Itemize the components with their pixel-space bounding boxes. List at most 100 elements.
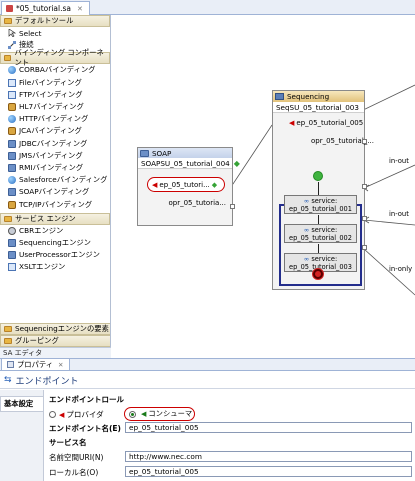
plug-icon — [8, 103, 16, 112]
sequencing-endpoint-label: ep_05_tutorial_005 — [296, 119, 364, 127]
role-consumer-label: コンシューマ — [148, 409, 193, 418]
connection-icon — [8, 41, 16, 50]
sequencing-component-header: Sequencing — [273, 91, 364, 102]
endpoint-arrow-icon: ◀ — [152, 180, 158, 189]
diagram-canvas[interactable]: SOAP SOAPSU_05_tutorial_004 ◆ ◀ ep_05_tu… — [112, 15, 415, 358]
properties-icon — [7, 361, 14, 368]
palette-item-select[interactable]: Select — [0, 27, 110, 39]
flow-line — [318, 244, 319, 253]
consumer-diamond-icon: ◆ — [211, 180, 218, 189]
palette-item-sequencing[interactable]: Sequencingエンジン — [0, 237, 110, 249]
palette-category-label: サービス エンジン — [15, 213, 76, 223]
globe-icon — [8, 66, 16, 75]
palette-category-default-tools[interactable]: デフォルトツール — [0, 15, 110, 27]
palette-item-file[interactable]: Fileバインディング — [0, 77, 110, 89]
user-processor-icon — [8, 251, 16, 260]
palette-category-grouping[interactable]: グルーピング — [0, 335, 110, 347]
role-consumer-option[interactable]: ◀ コンシューマ — [124, 407, 195, 421]
close-icon[interactable]: ✕ — [58, 360, 64, 369]
properties-tab[interactable]: プロパティ ✕ — [1, 359, 70, 371]
palette-item-jca[interactable]: JCAバインディング — [0, 125, 110, 137]
service-node-label: service: — [311, 255, 338, 263]
connection-port-icon[interactable] — [362, 139, 367, 144]
service-node[interactable]: ∞ service: ep_05_tutorial_003 — [284, 253, 357, 272]
service-link-icon: ∞ — [303, 197, 310, 205]
local-name-field[interactable]: ep_05_tutorial_005 — [125, 466, 412, 477]
radio-consumer[interactable] — [129, 410, 136, 418]
palette-item-rmi[interactable]: RMIバインディング — [0, 162, 110, 174]
soap-icon — [140, 149, 149, 157]
palette-item-salesforce[interactable]: Salesforceバインディング — [0, 174, 110, 186]
service-node[interactable]: ∞ service: ep_05_tutorial_002 — [284, 224, 357, 243]
palette-category-sequencing-elements[interactable]: Sequencingエンジンの要素 — [0, 323, 110, 335]
edge-label-in-only: in-only — [389, 265, 413, 273]
end-node[interactable] — [313, 269, 323, 279]
palette-item-jms[interactable]: JMSバインディング — [0, 150, 110, 162]
connection-port-icon[interactable] — [362, 184, 367, 189]
sequencing-su-row: SeqSU_05_tutorial_003 — [273, 102, 364, 113]
palette-item-label: Select — [19, 28, 42, 38]
palette-item-soap[interactable]: SOAPバインディング — [0, 186, 110, 198]
folder-icon — [4, 326, 12, 332]
close-icon[interactable]: ✕ — [77, 4, 83, 13]
editor-tab[interactable]: *05_tutorial.sa ✕ — [1, 1, 90, 15]
folder-icon — [4, 215, 12, 222]
palette-item-label: CORBAバインディング — [19, 65, 96, 75]
properties-title-label: エンドポイント — [15, 376, 79, 387]
database-icon — [8, 139, 16, 148]
palette-item-label: 接続 — [19, 40, 34, 50]
soap-operation[interactable]: opr_05_tutoria... — [168, 199, 226, 207]
palette-item-label: Sequencingエンジン — [19, 237, 91, 247]
soap-component-header: SOAP — [138, 148, 232, 158]
connection-line — [363, 164, 415, 189]
service-node-label: service: — [311, 197, 338, 205]
palette-item-label: UserProcessorエンジン — [19, 250, 100, 260]
endpoint-name-field[interactable]: ep_05_tutorial_005 — [125, 422, 412, 433]
start-node[interactable] — [313, 171, 323, 181]
palette-category-label: Sequencingエンジンの要素 — [15, 324, 109, 333]
palette-item-cbr[interactable]: CBRエンジン — [0, 225, 110, 237]
cursor-icon — [8, 28, 17, 38]
palette-item-label: HTTPバインディング — [19, 114, 89, 124]
palette-item-userprocessor[interactable]: UserProcessorエンジン — [0, 249, 110, 261]
role-provider-option[interactable]: ◀ プロバイダ — [49, 409, 104, 420]
palette-item-xslt[interactable]: XSLTエンジン — [0, 261, 110, 273]
connection-line — [363, 248, 415, 296]
connection-port-icon[interactable] — [362, 245, 367, 250]
sequencing-endpoint[interactable]: ◀ ep_05_tutorial_005 — [289, 119, 363, 127]
namespace-field[interactable]: http://www.nec.com — [125, 451, 412, 462]
palette-item-ftp[interactable]: FTPバインディング — [0, 89, 110, 101]
sequencing-component[interactable]: Sequencing SeqSU_05_tutorial_003 ◀ ep_05… — [272, 90, 374, 290]
palette-item-hl7[interactable]: HL7バインディング — [0, 101, 110, 113]
sequencing-operation[interactable]: opr_05_tutorial_... — [311, 137, 374, 145]
sa-editor-label: SA エディタ — [0, 347, 111, 358]
side-tab-basic[interactable]: 基本設定 — [0, 396, 43, 412]
folder-icon — [4, 18, 12, 24]
palette-item-corba[interactable]: CORBAバインディング — [0, 64, 110, 76]
service-name-heading: サービス名 — [49, 438, 87, 447]
service-node-name: ep_05_tutorial_003 — [289, 263, 352, 272]
palette-item-label: JMSバインディング — [19, 150, 83, 160]
soap-component[interactable]: SOAP SOAPSU_05_tutorial_004 ◆ ◀ ep_05_tu… — [137, 147, 240, 226]
connection-port-icon[interactable] — [362, 216, 367, 221]
rmi-icon — [8, 163, 16, 172]
service-node-name: ep_05_tutorial_001 — [289, 205, 352, 214]
radio-provider[interactable] — [49, 411, 56, 418]
folder-icon — [4, 338, 12, 344]
palette-item-label: FTPバインディング — [19, 89, 83, 99]
palette-category-service-engines[interactable]: サービス エンジン — [0, 212, 110, 225]
palette-item-jdbc[interactable]: JDBCバインディング — [0, 138, 110, 150]
palette-item-tcpip[interactable]: TCP/IPバインディング — [0, 198, 110, 210]
editor-tab-title: *05_tutorial.sa — [16, 4, 72, 13]
file-icon — [8, 90, 16, 99]
palette-category-binding-components[interactable]: バインディング コンポーネント — [0, 48, 110, 67]
endpoint-name-label: エンドポイント名(E) — [49, 424, 121, 433]
flow-line — [318, 182, 319, 195]
palette-item-connection[interactable]: 接続 — [0, 39, 110, 51]
palette-item-http[interactable]: HTTPバインディング — [0, 113, 110, 125]
soap-endpoint[interactable]: ◀ ep_05_tutori... ◆ — [147, 177, 225, 192]
palette-item-label: Fileバインディング — [19, 77, 82, 87]
connection-port-icon[interactable] — [230, 204, 235, 209]
folder-icon — [4, 55, 12, 62]
service-node[interactable]: ∞ service: ep_05_tutorial_001 — [284, 195, 357, 214]
